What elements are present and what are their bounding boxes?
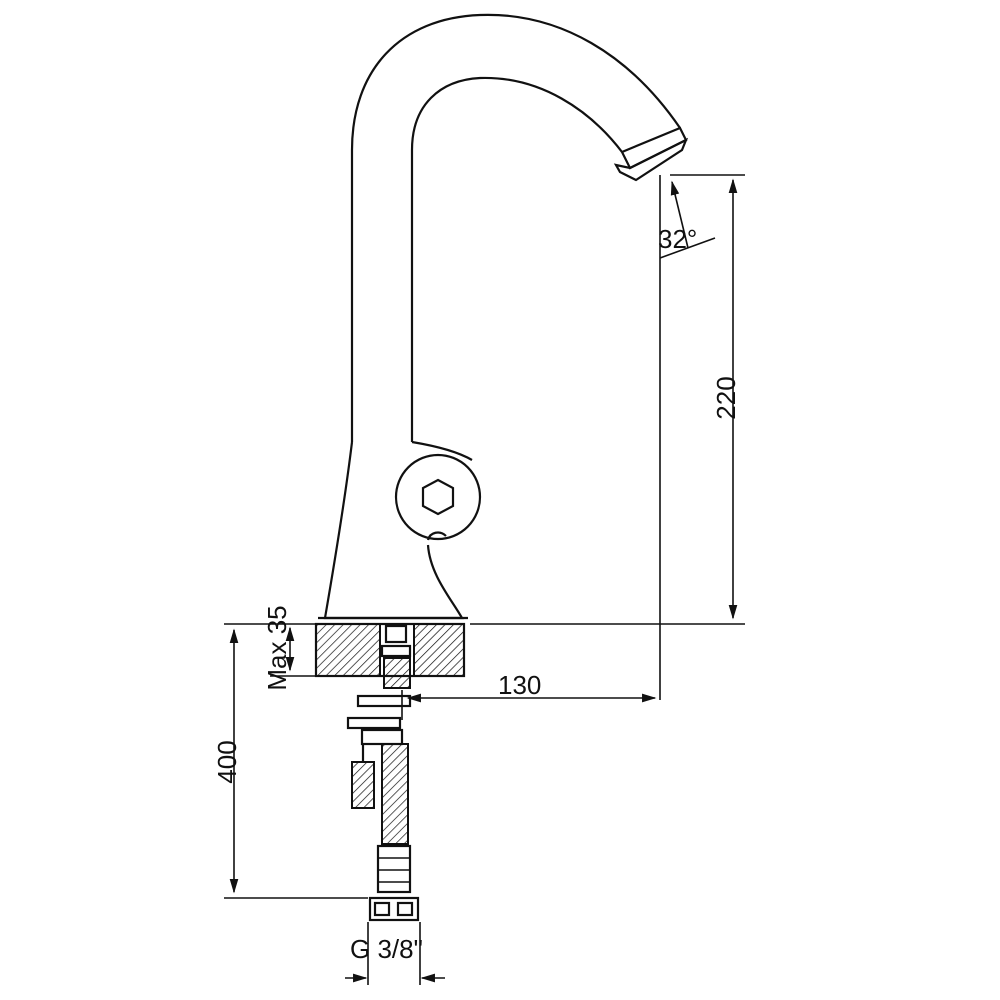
label-32-degree: 32° [658,224,697,254]
dim-hose-400: 400 [212,628,368,899]
hose-assembly [346,624,420,922]
dim-max-35: Max 35 [224,605,316,691]
dim-height-220: 220 [470,174,745,625]
label-220: 220 [711,376,741,419]
lever-hub [394,453,482,541]
spout-nozzle [613,126,689,182]
deck-plate [314,622,466,678]
faucet-body [318,13,681,620]
label-max-35: Max 35 [262,605,292,690]
dim-angle-32: 32° [658,175,716,700]
label-400: 400 [212,740,242,783]
dim-reach-130: 130 [401,670,657,720]
label-130: 130 [498,670,541,700]
label-g-3-8: G 3/8" [350,934,423,964]
dim-thread: G 3/8" [345,922,445,985]
